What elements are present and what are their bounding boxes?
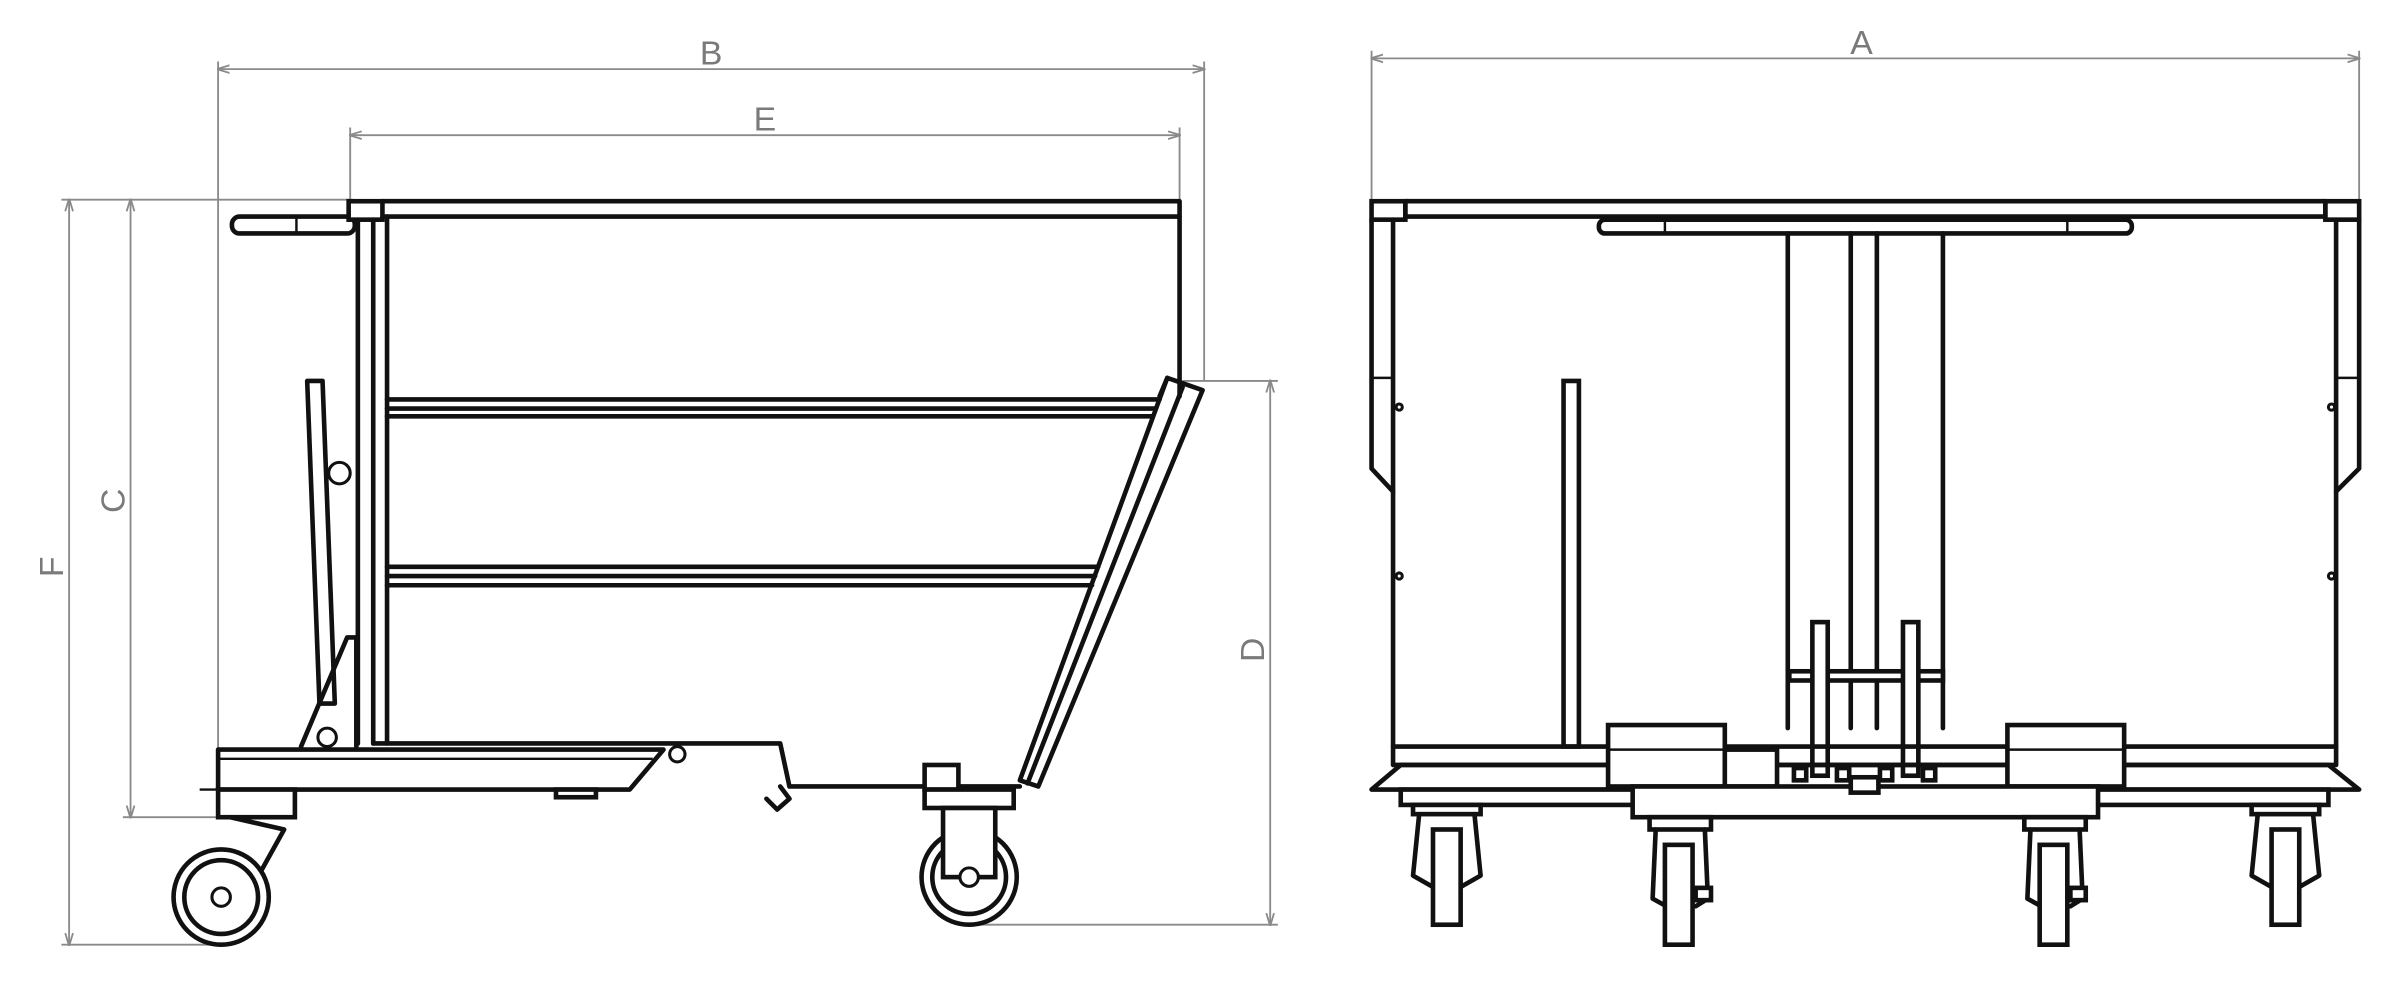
front-caster-inner-right xyxy=(2022,814,2089,948)
bin-body xyxy=(346,198,1205,789)
dimension-b: B xyxy=(218,35,1204,753)
dimension-label-e: E xyxy=(754,101,777,139)
push-handle xyxy=(229,214,358,236)
front-caster-outer-left xyxy=(1410,802,1483,928)
dimension-label-c: C xyxy=(94,489,132,513)
front-caster-inner-left xyxy=(1647,814,1714,948)
dimension-f: F xyxy=(33,200,354,945)
dimension-label-a: A xyxy=(1850,24,1873,62)
side-view: B E F C D xyxy=(33,35,1278,948)
dimension-a: A xyxy=(1372,24,2360,202)
front-base xyxy=(1369,722,2362,820)
front-caster-outer-right xyxy=(2249,802,2322,928)
front-center-columns xyxy=(1785,231,1946,779)
front-side-walls xyxy=(1369,217,2362,749)
tipping-lever xyxy=(298,378,359,749)
dimension-d: D xyxy=(967,381,1278,925)
dimension-label-b: B xyxy=(700,35,723,73)
front-view: A xyxy=(1369,24,2362,948)
dimension-label-f: F xyxy=(33,556,71,577)
dimension-e: E xyxy=(350,101,1179,200)
rear-caster xyxy=(171,814,287,948)
chassis-frame xyxy=(199,745,792,820)
front-lever-post xyxy=(1561,378,1582,749)
dimension-c: C xyxy=(94,200,223,818)
front-top-rail xyxy=(1369,198,2362,236)
front-caster xyxy=(919,762,1020,928)
dimension-label-d: D xyxy=(1234,638,1272,662)
